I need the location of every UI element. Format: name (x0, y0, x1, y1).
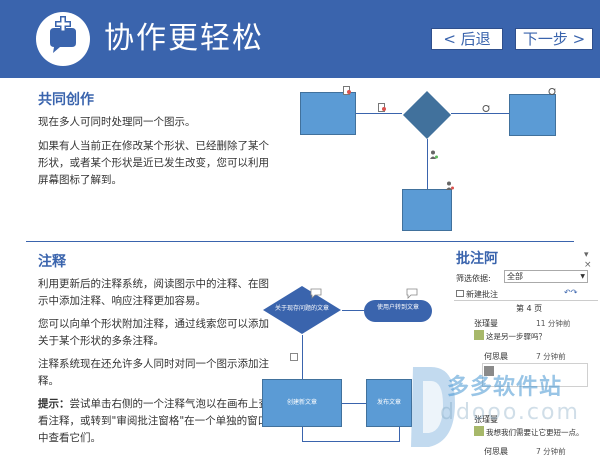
flow-rect-create (262, 379, 342, 427)
flow-connector (302, 335, 303, 379)
user-icon (446, 181, 454, 190)
section-title-coauthoring: 共同创作 (38, 92, 94, 108)
new-comment-button[interactable]: 新建批注 (456, 289, 498, 300)
comment-text: 这是另一步骤吗？ (486, 332, 546, 341)
diagram-shape-rect-3 (402, 189, 452, 231)
flow-pill-shape (364, 300, 432, 322)
section-title-comments: 注释 (38, 254, 66, 270)
next-button[interactable]: 下一步 > (515, 28, 593, 50)
flow-connector (342, 403, 366, 404)
comments-pane: 批注阿 ▾ × 筛选依据: 全部 ▼ 新建批注 ↶↷ 第 4 页 张瑾曼 11 分… (454, 242, 598, 460)
filter-value: 全部 (507, 272, 523, 281)
chevron-down-icon: ▼ (580, 273, 585, 280)
flow-rect-create-label: 创建新文章 (286, 399, 317, 406)
flow-connector (342, 310, 364, 311)
comments-text-2: 您可以向单个形状附加注释，通过线索您可以添加关于某个形状的多条注释。 (38, 318, 269, 347)
flow-connector (302, 427, 303, 441)
watermark-logo-icon (411, 367, 455, 447)
watermark (403, 355, 600, 460)
comments-text-3: 注释系统现在还允许多人同时对同一个图示添加注释。 (38, 358, 269, 387)
comment-bubble-icon[interactable] (406, 288, 418, 299)
watermark-url: ddooo.com (440, 400, 580, 425)
avatar (474, 330, 484, 340)
comment-author: 张瑾曼 (474, 415, 498, 424)
comment-time: 11 分钟前 (536, 319, 571, 328)
reply-box[interactable] (482, 363, 588, 387)
diagram-shape-diamond (402, 90, 452, 140)
diagram-connector (451, 113, 509, 114)
flow-diamond-shape (263, 286, 341, 334)
section-divider (26, 241, 574, 242)
comment-bubble-icon[interactable] (310, 288, 322, 299)
reply-nav-icon[interactable]: ↶↷ (564, 288, 578, 297)
coauthoring-text-1: 现在多人可同时处理同一个图示。 (38, 116, 196, 128)
pane-divider (454, 300, 598, 301)
flow-rect-publish (366, 379, 412, 427)
flow-diamond-label: 关于现存问题的文章 (275, 305, 330, 312)
comment-author: 何思晨 (484, 447, 508, 456)
header-banner: 协作更轻松 < 后退 下一步 > (0, 0, 600, 78)
avatar (484, 366, 494, 376)
diagram-connector (427, 139, 428, 189)
tip-text: 尝试单击右侧的一个注释气泡以在画布上查看注释，或转到"审阅批注窗格"在一个单独的… (38, 398, 269, 444)
coauthoring-text-2: 如果有人当前正在修改某个形状、已经删除了某个形状，或者某个形状是近已发生改变，您… (38, 140, 269, 186)
diagram-shape-rect-2 (509, 94, 556, 136)
comment-indicator-icon (290, 353, 298, 361)
comments-text-1: 利用更新后的注释系统，阅读图示中的注释、在图示中添加注释、响应注释更加容易。 (38, 278, 269, 307)
diagram-shape-rect-1 (300, 92, 356, 135)
back-button[interactable]: < 后退 (431, 28, 503, 50)
refresh-icon (548, 88, 556, 95)
watermark-text: 多多软件站 (447, 375, 563, 400)
user-icon (430, 150, 438, 159)
flow-rect-publish-label: 发布文章 (376, 399, 401, 406)
comment-text: 我想我们需要让它更短一点。 (486, 428, 584, 437)
filter-select[interactable]: 全部 ▼ (504, 270, 588, 283)
filter-label: 筛选依据: (456, 274, 491, 283)
flow-pill-label: 使用户转到文章 (376, 304, 419, 311)
page-label: 第 4 页 (516, 304, 543, 313)
comments-tip: 提示：尝试单击右侧的一个注释气泡以在画布上查看注释，或转到"审阅批注窗格"在一个… (38, 396, 278, 447)
comment-author: 何思晨 (484, 352, 508, 361)
comments-pane-title: 批注阿 (456, 251, 498, 267)
comment-time: 7 分钟前 (536, 447, 566, 456)
new-comment-icon (456, 290, 464, 297)
comment-time: 7 分钟前 (536, 352, 566, 361)
chat-plus-icon (36, 12, 90, 66)
page-title: 协作更轻松 (104, 21, 264, 56)
flow-connector (399, 427, 400, 441)
tip-label: 提示： (38, 398, 70, 410)
edit-lock-icon (343, 86, 351, 95)
avatar (474, 426, 484, 436)
refresh-icon (482, 105, 490, 112)
new-comment-label: 新建批注 (466, 290, 498, 299)
edit-lock-icon (378, 103, 386, 112)
pane-close-button[interactable]: ▾ × (584, 250, 592, 270)
diagram-connector (356, 113, 402, 114)
flow-connector (302, 441, 400, 442)
comment-author: 张瑾曼 (474, 319, 498, 328)
